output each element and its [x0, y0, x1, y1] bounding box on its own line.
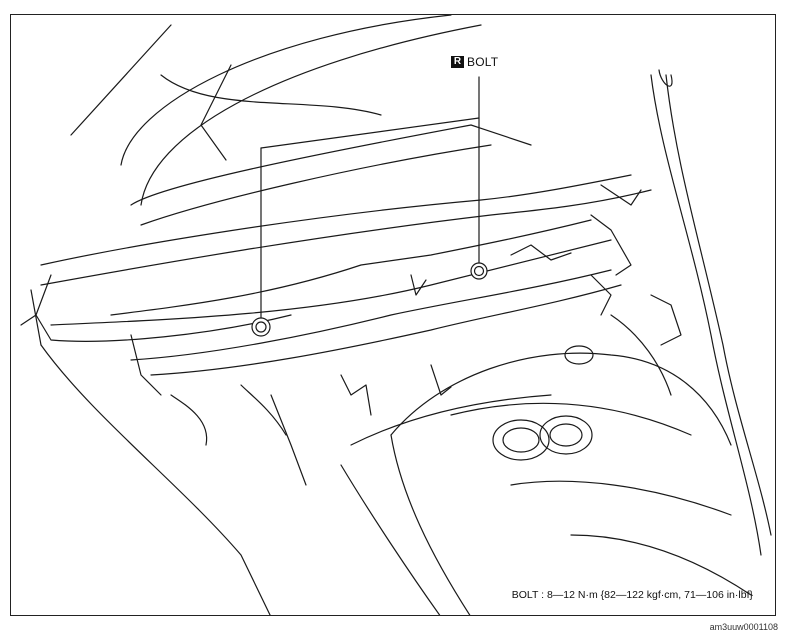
upper-panel-a: [130, 124, 532, 206]
bolt-callout-label: BOLT: [467, 55, 499, 69]
hood-inner-curve-2: [140, 24, 482, 206]
cowl-cover-top: [40, 174, 632, 266]
engine-bay-line-drawing: [20, 15, 772, 615]
filler-cap-inner-right: [549, 423, 583, 447]
hood-inner-curve: [120, 15, 452, 166]
engine-front-edge: [570, 534, 752, 596]
engine-boss: [564, 345, 594, 365]
right-pillar-outer: [650, 74, 762, 556]
cowl-step: [510, 244, 572, 261]
bolt-left-inner: [255, 321, 267, 333]
lower-bracket-a: [340, 374, 372, 416]
cowl-right-end: [590, 214, 632, 276]
cowl-lower-rail-2: [150, 284, 622, 376]
cowl-cover-lower: [50, 239, 612, 326]
filler-cap-outer-left: [492, 419, 550, 461]
right-clip: [590, 274, 612, 316]
engine-ridge: [450, 402, 692, 436]
cowl-cover-ridge: [40, 189, 652, 286]
engine-lower-curve: [510, 480, 732, 516]
panel-crease: [200, 64, 232, 161]
engine-cover-side: [390, 434, 471, 615]
wiper-link-2: [270, 394, 307, 486]
upper-panel-b: [140, 144, 492, 226]
filler-cap-outer-right: [539, 415, 593, 455]
right-hose: [610, 314, 672, 396]
cowl-bracket: [600, 184, 642, 206]
cowl-lower-rail: [130, 269, 612, 361]
right-bracket: [650, 294, 682, 346]
wiper-pivot-link: [240, 384, 287, 436]
hood-edge: [160, 74, 382, 116]
filler-cap-inner-left: [502, 427, 540, 453]
diagram-frame: R BOLT BOLT : 8—12 N·m {82—122 kgf·cm, 7…: [10, 14, 776, 616]
engine-cover-front: [340, 464, 441, 615]
cowl-cover-panel-edge: [110, 219, 592, 316]
left-fender-lower: [40, 344, 271, 615]
torque-spec: BOLT : 8—12 N·m {82—122 kgf·cm, 71—106 i…: [511, 589, 753, 601]
cowl-notch: [410, 274, 427, 296]
engine-cover-rim: [350, 394, 552, 446]
bolt-right-inner: [473, 265, 485, 277]
left-inner-line: [130, 334, 162, 396]
engine-cover-top: [390, 352, 732, 446]
bolt-callout: R BOLT: [451, 55, 498, 69]
right-pillar-hook: [658, 69, 673, 87]
leader-line-top: [260, 117, 480, 149]
cowl-left-end: [20, 289, 42, 346]
lower-bracket-b: [430, 364, 452, 396]
replace-badge: R: [451, 56, 464, 68]
left-hose: [170, 394, 208, 446]
windshield-line: [70, 24, 172, 136]
figure-id: am3uuw0001108: [709, 622, 778, 632]
right-pillar-inner: [665, 74, 772, 536]
